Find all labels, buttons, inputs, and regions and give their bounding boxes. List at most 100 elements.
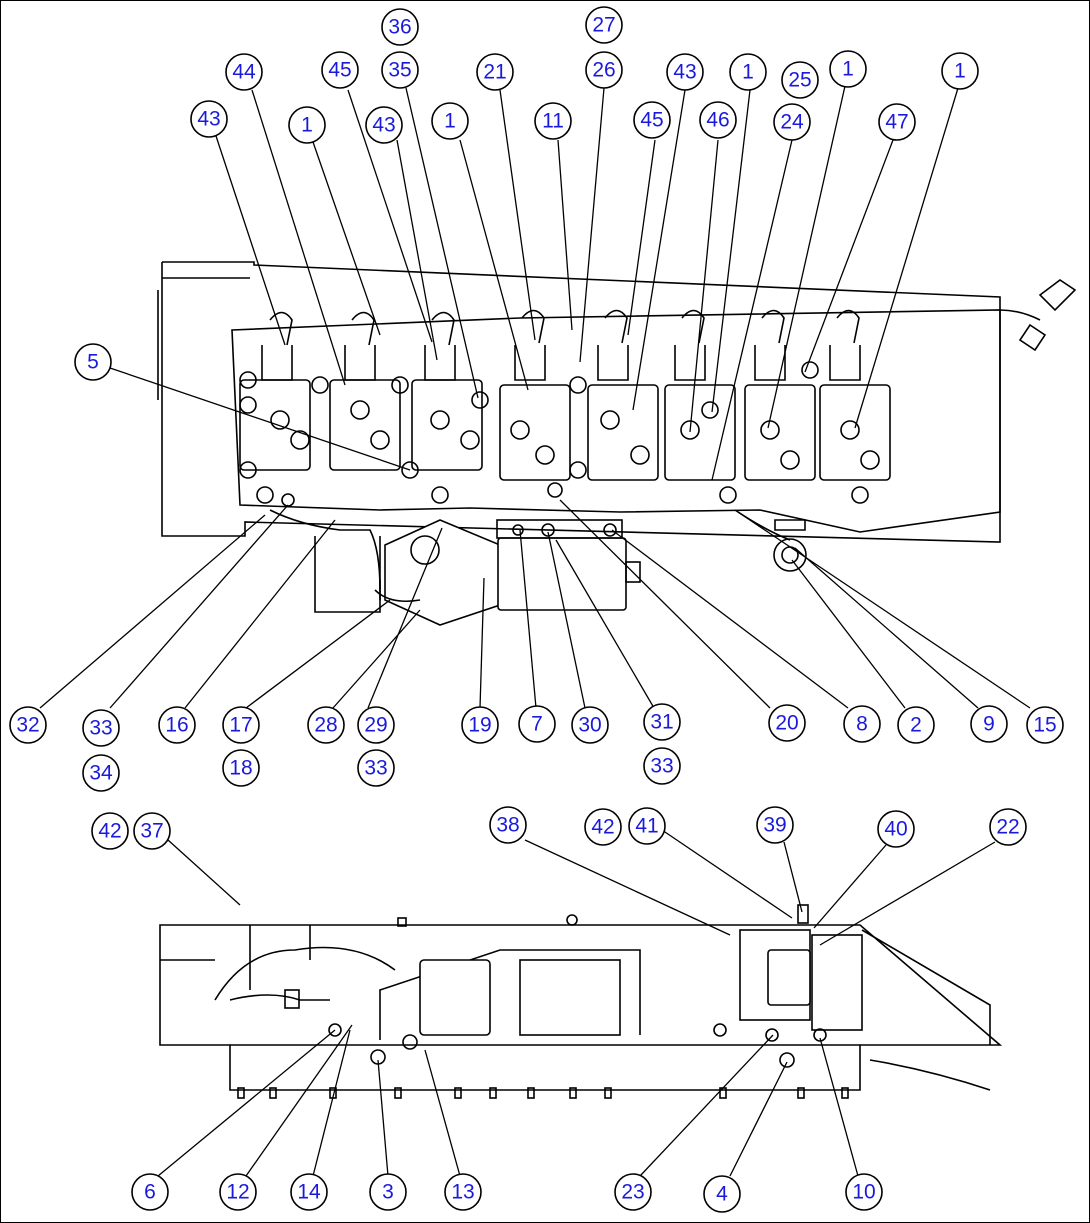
callout-1: 1 [941,52,979,90]
svg-text:43: 43 [372,114,395,137]
svg-text:1: 1 [444,110,456,133]
svg-text:8: 8 [856,713,868,736]
svg-text:20: 20 [775,712,798,735]
svg-text:7: 7 [531,713,543,736]
svg-text:1: 1 [301,114,313,137]
callout-46: 46 [699,101,737,139]
callout-30: 30 [571,706,609,744]
callout-22: 22 [989,808,1027,846]
callout-1: 1 [829,50,867,88]
svg-text:22: 22 [996,816,1019,839]
callout-1: 1 [729,53,767,91]
callout-6: 6 [131,1173,169,1211]
callout-36: 36 [381,8,419,46]
svg-text:17: 17 [229,714,252,737]
callout-28: 28 [307,706,345,744]
svg-text:1: 1 [842,58,854,81]
svg-text:16: 16 [165,714,188,737]
callout-15: 15 [1026,706,1064,744]
callout-21: 21 [476,53,514,91]
svg-text:4: 4 [716,1183,728,1206]
svg-text:2: 2 [910,714,922,737]
callout-37: 37 [133,812,171,850]
svg-text:1: 1 [742,61,754,84]
callout-42: 42 [91,812,129,850]
callout-39: 39 [756,806,794,844]
svg-text:23: 23 [621,1181,644,1204]
svg-text:30: 30 [578,714,601,737]
lower-leaders-upper-view [39,499,1031,709]
svg-text:42: 42 [591,816,614,839]
callout-31: 31 [643,703,681,741]
callout-38: 38 [489,806,527,844]
callout-8: 8 [843,705,881,743]
callout-43: 43 [666,53,704,91]
svg-text:15: 15 [1033,714,1056,737]
callout-27: 27 [585,6,623,44]
callout-17: 17 [222,706,260,744]
svg-text:18: 18 [229,757,252,780]
callout-40: 40 [877,810,915,848]
callout-29: 29 [357,706,395,744]
svg-text:43: 43 [197,108,220,131]
callout-33: 33 [643,747,681,785]
svg-text:6: 6 [144,1181,156,1204]
svg-text:12: 12 [226,1181,249,1204]
upper-assembly [157,261,1077,626]
callout-4: 4 [703,1175,741,1213]
svg-text:26: 26 [592,59,615,82]
svg-text:33: 33 [650,755,673,778]
svg-text:42: 42 [98,820,121,843]
callout-11: 11 [534,102,572,140]
callout-43: 43 [190,100,228,138]
svg-text:41: 41 [635,815,658,838]
svg-text:5: 5 [87,351,99,374]
callout-45: 45 [633,101,671,139]
svg-text:11: 11 [542,110,564,133]
callout-32: 32 [9,706,47,744]
lower-view-leaders [157,829,996,1177]
callout-35: 35 [381,51,419,89]
svg-text:28: 28 [314,714,337,737]
valve-bodies [239,379,891,481]
callout-9: 9 [970,705,1008,743]
callout-24: 24 [773,103,811,141]
callout-12: 12 [219,1173,257,1211]
svg-text:45: 45 [640,109,663,132]
callout-26: 26 [585,51,623,89]
callout-45: 45 [321,51,359,89]
svg-text:27: 27 [592,14,615,37]
upper-leaders [109,85,959,481]
svg-text:39: 39 [763,814,786,837]
callout-5: 5 [74,343,112,381]
svg-text:29: 29 [364,714,387,737]
callout-25: 25 [781,61,819,99]
svg-text:25: 25 [788,69,811,92]
callout-13: 13 [444,1173,482,1211]
solenoid-connectors [261,309,861,381]
svg-text:40: 40 [884,818,907,841]
callout-2: 2 [897,706,935,744]
svg-text:31: 31 [650,711,673,734]
callout-43: 43 [365,106,403,144]
svg-text:13: 13 [451,1181,474,1204]
callout-10: 10 [845,1173,883,1211]
callout-41: 41 [628,807,666,845]
callout-23: 23 [614,1173,652,1211]
svg-text:35: 35 [388,59,411,82]
svg-text:44: 44 [232,61,256,84]
callout-18: 18 [222,749,260,787]
callout-33: 33 [357,749,395,787]
callout-44: 44 [225,53,263,91]
callout-3: 3 [369,1173,407,1211]
lower-assembly [159,904,1003,1099]
bolt-row [237,1087,849,1099]
callout-19: 19 [461,706,499,744]
svg-text:14: 14 [297,1181,321,1204]
svg-text:38: 38 [496,814,519,837]
svg-text:45: 45 [328,59,351,82]
callout-34: 34 [82,754,120,792]
callout-42: 42 [584,808,622,846]
callout-33: 33 [82,709,120,747]
